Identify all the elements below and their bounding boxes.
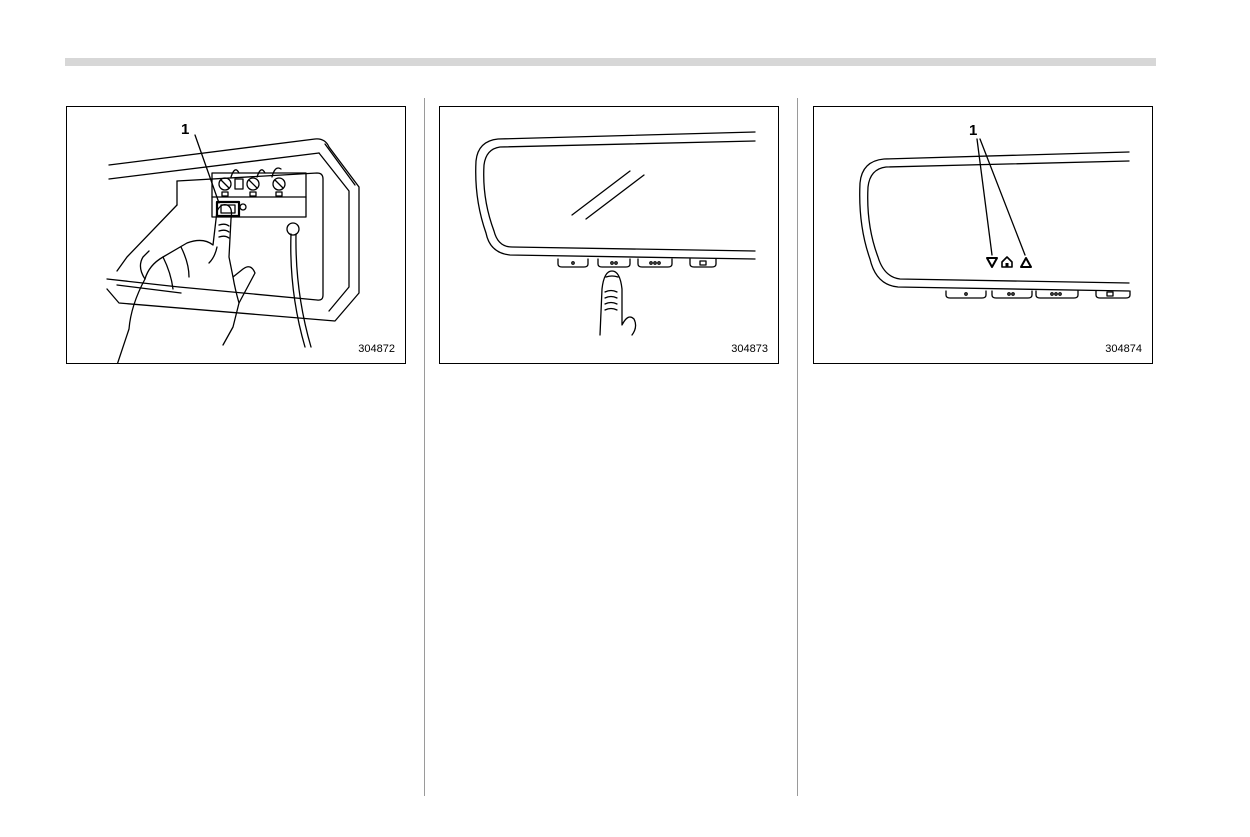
figure-mirror-indicators: 1 304874 [813,106,1153,364]
mirror-indicator-illustration: 1 [859,122,1131,299]
mirror-press-illustration [475,131,756,336]
callout-1: 1 [181,121,189,138]
figure-id: 304872 [358,343,395,355]
figure-overhead-button: 1 304872 [66,106,406,364]
column-divider-1 [424,98,425,796]
figure-mirror-button-press: 304873 [439,106,779,364]
header-rule [65,58,1156,66]
figure-id: 304874 [1105,343,1142,355]
column-divider-2 [797,98,798,796]
callout-1: 1 [969,122,977,139]
overhead-button-illustration: 1 [106,121,360,363]
figure-id: 304873 [731,343,768,355]
